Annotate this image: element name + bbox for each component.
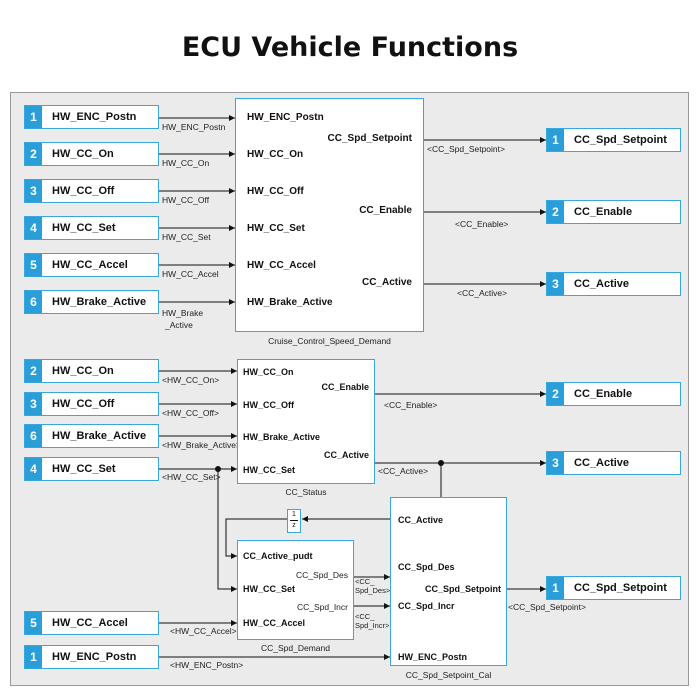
signal-label: <HW_CC_On> [162,375,220,385]
block-input-port: HW_ENC_Postn [247,112,324,123]
block-input-port: CC_Active [398,515,444,525]
signal-label: <HW_CC_Off> [162,408,220,418]
block-input-port: HW_CC_On [247,149,304,160]
unit-delay-block[interactable]: 1 z [287,509,301,533]
signal-label: <CC_Active> [378,466,429,476]
block-input-port: CC_Active_pudt [243,551,313,561]
block-input-port: CC_Spd_Incr [398,601,455,611]
block-output-port: CC_Enable [321,382,369,392]
block-input-port: HW_CC_Set [247,223,305,234]
block-input-port: HW_CC_On [243,367,294,377]
signal-label: <CC_Spd_Setpoint> [427,144,505,154]
signal-label: <HW_Brake_Active> [162,440,241,450]
block-input-port: HW_Brake_Active [247,297,333,308]
block-output-port: CC_Enable [359,205,412,216]
wire-delay-out [225,518,287,559]
subsystem-cc-status[interactable]: HW_CC_On HW_CC_Off HW_Brake_Active HW_CC… [237,359,375,484]
signal-label: <CC_Active> [457,288,508,298]
block-caption: CC_Status [285,487,327,497]
block-output-port: CC_Spd_Des [296,570,348,580]
signal-label: <CC_Spd_Setpoint> [508,602,586,612]
block-input-port: CC_Spd_Des [398,562,455,572]
block-caption: Cruise_Control_Speed_Demand [268,336,391,346]
signal-label: HW_ENC_Postn [162,122,226,132]
signal-label: <CC_Enable> [384,400,438,410]
block-input-port: HW_Brake_Active [243,432,321,442]
signal-label: <CC_Spd_Des> [355,577,391,595]
signal-label: <CC_Spd_Incr> [355,612,390,630]
signal-label: HW_CC_Off [162,195,210,205]
signal-label: _Active [165,320,193,330]
block-input-port: HW_CC_Set [243,584,296,594]
block-input-port: HW_CC_Accel [247,260,316,271]
block-caption: CC_Spd_Setpoint_Cal [405,670,492,680]
block-output-port: CC_Active [323,450,369,460]
gain-denominator: z [292,522,296,529]
signal-label: <HW_CC_Set> [162,472,221,482]
subsystem-cc-spd-demand[interactable]: CC_Active_pudt HW_CC_Set HW_CC_Accel CC_… [237,540,354,640]
block-output-port: CC_Spd_Setpoint [424,584,501,594]
subsystem-cruise-control-speed-demand[interactable]: HW_ENC_Postn HW_CC_On HW_CC_Off HW_CC_Se… [235,98,424,332]
gain-numerator: 1 [292,511,296,518]
block-input-port: HW_CC_Off [243,400,294,410]
branch-point-set [215,466,221,472]
signal-label: HW_CC_Set [162,232,211,242]
page-title: ECU Vehicle Functions [181,32,519,63]
block-caption: CC_Spd_Demand [261,643,330,653]
block-output-port: CC_Spd_Incr [296,602,348,612]
block-output-port: CC_Active [361,277,412,288]
block-output-port: CC_Spd_Setpoint [327,133,412,144]
wire-set-branch [217,469,237,592]
block-input-port: HW_CC_Off [247,186,304,197]
block-input-port: HW_CC_Set [243,465,296,475]
fraction-bar [290,520,298,521]
signal-label: <CC_Enable> [455,219,509,229]
signal-label: HW_CC_On [162,158,210,168]
subsystem-cc-spd-setpoint-cal[interactable]: CC_Active CC_Spd_Des CC_Spd_Incr HW_ENC_… [390,497,507,666]
block-input-port: HW_CC_Accel [243,618,306,628]
signal-label: HW_CC_Accel [162,269,219,279]
signal-label: <HW_ENC_Postn> [170,660,244,670]
signal-label: HW_Brake [162,308,204,318]
branch-point-active [438,460,444,466]
block-input-port: HW_ENC_Postn [398,652,468,662]
signal-label: <HW_CC_Accel> [170,626,237,636]
